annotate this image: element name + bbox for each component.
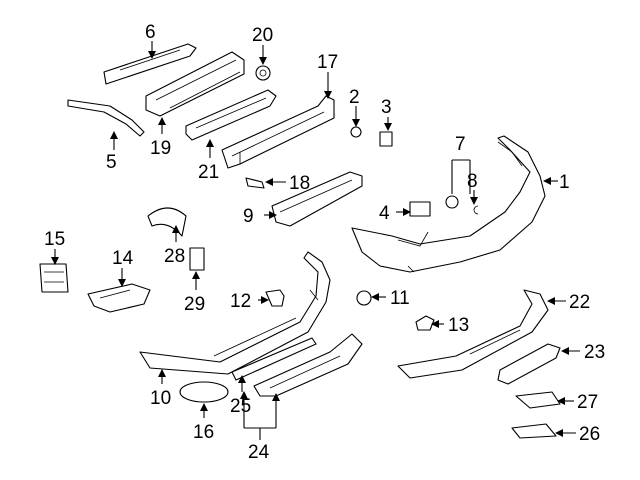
part-lower-valance — [139, 251, 331, 375]
part-fog-lamp — [87, 283, 151, 313]
part-clip-11 — [356, 290, 372, 306]
part-clip-block — [189, 247, 205, 271]
callout-26: 26 — [579, 424, 600, 445]
callout-28: 28 — [164, 246, 185, 267]
part-clip-4 — [409, 201, 431, 217]
callout-10: 10 — [150, 388, 171, 409]
callout-7: 7 — [455, 134, 466, 155]
part-lower-diffuser — [253, 333, 363, 397]
part-bolt-18 — [245, 177, 265, 189]
part-reflector — [179, 381, 229, 403]
callout-13: 13 — [448, 315, 469, 336]
callout-labels: 1 2 3 4 5 6 7 8 9 10 11 12 13 14 15 16 1… — [44, 22, 605, 463]
part-side-trim-strip — [67, 99, 145, 137]
callout-27: 27 — [577, 392, 598, 413]
callout-22: 22 — [569, 292, 590, 313]
callout-19: 19 — [150, 138, 171, 159]
callout-6: 6 — [145, 22, 156, 43]
part-sensor-ring-8 — [473, 205, 479, 215]
part-side-skirt — [397, 289, 549, 379]
part-splash-shield-lower — [511, 423, 557, 439]
callout-21: 21 — [198, 162, 219, 183]
callout-18: 18 — [289, 173, 310, 194]
callout-17: 17 — [317, 52, 338, 73]
callout-23: 23 — [584, 342, 605, 363]
part-bumper-cover — [351, 135, 546, 273]
part-mount-bracket — [39, 263, 69, 293]
part-step-pad — [271, 171, 363, 227]
callout-9: 9 — [243, 206, 254, 227]
callout-29: 29 — [184, 294, 205, 315]
part-screw-2 — [350, 126, 362, 138]
callout-15: 15 — [44, 229, 65, 250]
part-reinforcement-bar — [221, 95, 335, 169]
part-upper-trim-strip — [103, 43, 197, 85]
part-lower-strip — [231, 337, 317, 381]
part-clip-3 — [379, 131, 393, 147]
part-absorber-upper — [145, 51, 245, 117]
callout-25: 25 — [230, 396, 251, 417]
callout-5: 5 — [106, 152, 117, 173]
part-side-bracket — [497, 343, 561, 385]
callout-12: 12 — [230, 291, 251, 312]
callout-14: 14 — [112, 248, 134, 269]
part-splash-shield-upper — [515, 391, 561, 409]
part-absorber-lower — [185, 89, 277, 141]
callout-1: 1 — [559, 172, 570, 193]
callout-3: 3 — [381, 97, 392, 118]
part-arch-cover — [147, 207, 187, 237]
part-nut-20 — [255, 65, 271, 81]
callout-4: 4 — [379, 203, 390, 224]
leader-lines — [51, 41, 580, 440]
part-sensor-7 — [445, 195, 459, 209]
callout-11: 11 — [390, 288, 410, 309]
part-clip-13 — [415, 315, 435, 331]
part-bracket-12 — [265, 289, 285, 307]
callout-24: 24 — [248, 442, 270, 463]
callout-16: 16 — [193, 422, 214, 443]
leader-7 — [451, 159, 471, 194]
callout-2: 2 — [349, 87, 360, 108]
callout-20: 20 — [252, 25, 273, 46]
callout-8: 8 — [467, 171, 478, 192]
